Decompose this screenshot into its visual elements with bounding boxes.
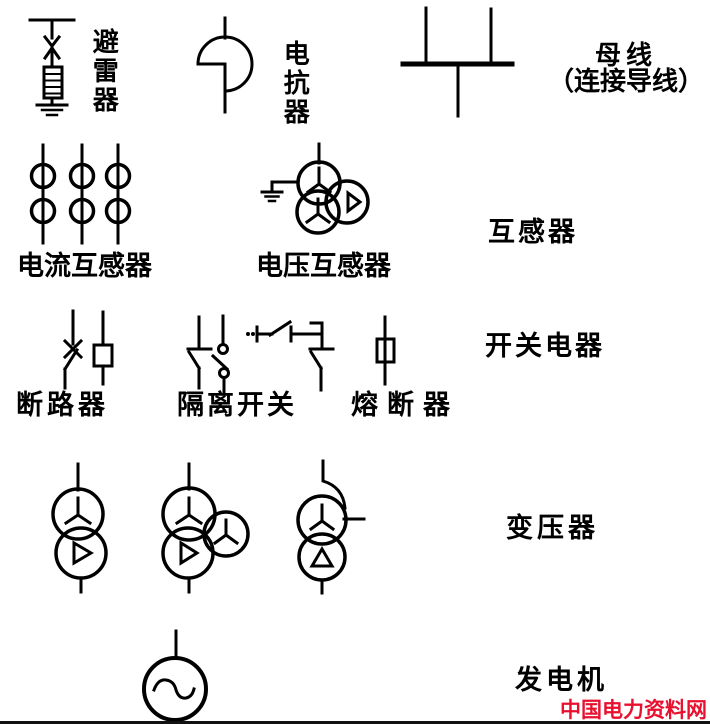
three-winding-transformer-icon	[161, 462, 250, 594]
generator-label: 发电机	[515, 665, 608, 695]
arrester-label: 避雷器	[89, 28, 120, 115]
voltage-transformer-label: 电压互感器	[256, 251, 391, 281]
isolating-switch-icon	[186, 314, 335, 394]
reactor-label: 电抗器	[280, 40, 311, 127]
busbar-label: 母线 （连接导线）	[540, 42, 710, 94]
current-transformer-icon	[29, 143, 132, 245]
bottom-border	[0, 721, 710, 724]
fuse-icon	[375, 315, 396, 386]
isolating-switch-label: 隔离开关	[177, 390, 297, 420]
busbar-label-line1: 母线	[594, 40, 657, 70]
mutual-inductor-group-label: 互感器	[488, 217, 578, 247]
busbar-icon	[400, 6, 515, 118]
autotransformer-icon	[296, 459, 366, 595]
switchgear-group-label: 开关电器	[485, 331, 605, 361]
circuit-breaker-label: 断路器	[16, 390, 109, 420]
reactor-icon	[196, 16, 254, 114]
circuit-breaker-icon	[62, 309, 114, 390]
site-watermark: 中国电力资料网	[560, 699, 707, 722]
lightning-arrester-icon	[28, 18, 76, 117]
voltage-transformer-icon	[260, 142, 370, 235]
generator-icon	[142, 629, 208, 722]
fuse-label: 熔断器	[351, 390, 459, 420]
transformer-group-label: 变压器	[506, 513, 599, 543]
current-transformer-label: 电流互感器	[17, 251, 152, 281]
two-winding-transformer-icon	[51, 462, 108, 594]
busbar-label-line2: （连接导线）	[547, 66, 704, 96]
